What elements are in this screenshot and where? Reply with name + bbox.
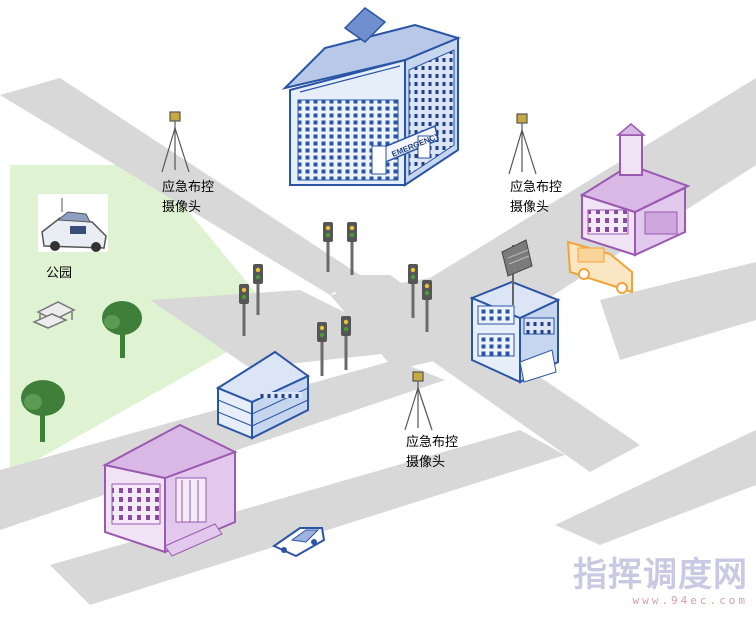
camera-label-bottom: 应急布控 摄像头 xyxy=(406,433,458,473)
police-car-park xyxy=(38,194,108,252)
camera-label-line-1: 应急布控 xyxy=(510,180,563,195)
traffic-light xyxy=(317,322,327,376)
watermark: 指挥调度网 www.94ec.com xyxy=(548,556,748,608)
camera-label-line-2: 摄像头 xyxy=(510,200,550,215)
traffic-light xyxy=(347,222,357,275)
shop-building-with-antenna xyxy=(469,239,561,384)
camera-tripod-top-right xyxy=(508,113,537,175)
watermark-url: www.94ec.com xyxy=(632,594,748,607)
traffic-light xyxy=(239,284,249,336)
camera-label-top-right: 应急布控 摄像头 xyxy=(510,178,562,218)
government-building xyxy=(102,423,238,557)
camera-label-top-left: 应急布控 摄像头 xyxy=(162,178,214,218)
tree xyxy=(21,380,65,442)
police-car-bottom xyxy=(271,527,326,558)
camera-label-line-1: 应急布控 xyxy=(162,180,215,195)
office-building xyxy=(215,350,310,440)
hospital-building: EMERGENCY xyxy=(281,7,461,187)
traffic-light xyxy=(341,316,351,370)
traffic-light xyxy=(323,222,333,272)
traffic-light xyxy=(253,264,263,315)
camera-tripod-top-left xyxy=(161,111,190,173)
traffic-light xyxy=(422,280,432,332)
watermark-title: 指挥调度网 xyxy=(573,555,748,595)
camera-label-line-1: 应急布控 xyxy=(406,435,459,450)
park-label: 公园 xyxy=(46,266,73,281)
traffic-light xyxy=(408,264,418,318)
park-bench xyxy=(32,301,76,329)
camera-tripod-bottom xyxy=(404,371,433,431)
fire-station-building xyxy=(579,123,691,257)
tree xyxy=(102,301,142,358)
camera-label-line-2: 摄像头 xyxy=(406,455,446,470)
fire-truck xyxy=(566,240,633,294)
traffic-lights xyxy=(239,222,432,376)
camera-label-line-2: 摄像头 xyxy=(162,200,202,215)
